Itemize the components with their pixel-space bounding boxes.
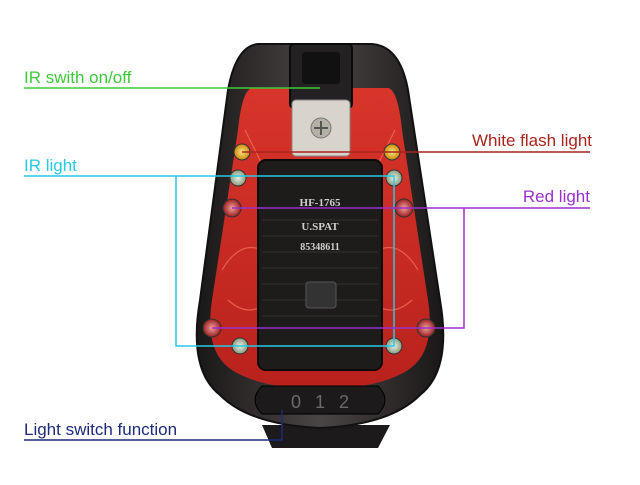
white-flash-label: White flash light [472,131,592,150]
red-light-callout-line [212,207,590,329]
center-module [257,159,383,371]
module-button [305,281,337,309]
serial-text: 85348611 [300,242,339,253]
ir-light-callout-line [24,175,395,347]
module-ribs [262,219,378,317]
ir-switch-label: IR swith on/off [24,68,132,87]
screw-slot [314,121,328,135]
ir-led-top-left [229,169,247,187]
switch-position-2: 2 [339,392,349,412]
ir-light-label: IR light [24,156,77,175]
light-switch-callout-line [24,410,283,441]
light-switch-dial [254,385,386,415]
light-switch-label: Light switch function [24,420,178,439]
model-text: HF-1765 [300,197,341,209]
ir-switch-button [302,52,340,84]
red-light-label: Red light [522,187,590,206]
strap-clip [262,425,390,448]
callout-lines [24,87,590,441]
brand-text: U.SPAT [301,221,339,233]
switch-position-1: 1 [315,392,325,412]
switch-position-0: 0 [291,392,301,412]
